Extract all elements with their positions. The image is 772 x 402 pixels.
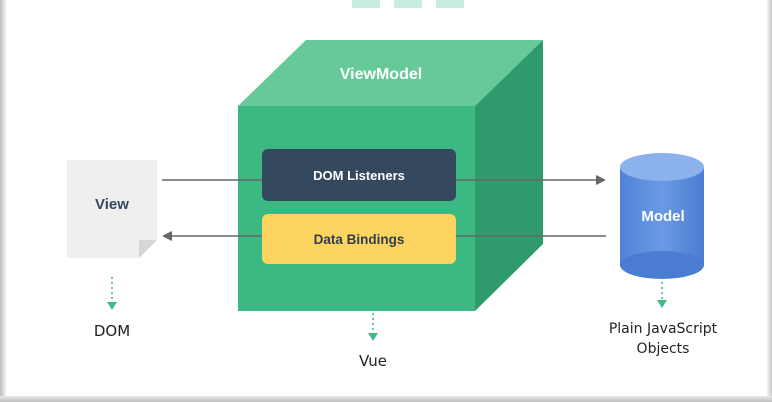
dotted-arrow-dom-head [107, 302, 117, 310]
vue-caption: Vue [359, 352, 387, 370]
data-bindings-box [262, 214, 456, 264]
dotted-arrow-model-head [657, 300, 667, 308]
dom-listeners-box [262, 149, 456, 201]
model-label: Model [641, 208, 684, 225]
frame-bottom-edge [0, 396, 772, 402]
model-caption-line1: Plain JavaScript [609, 321, 718, 337]
cube-front-face [238, 106, 475, 311]
viewmodel-label: ViewModel [340, 66, 422, 83]
top-decoration [352, 0, 464, 8]
dotted-arrow-vue-head [368, 333, 378, 341]
cube-side-face [475, 40, 543, 311]
frame-left-edge [0, 0, 6, 402]
model-caption-line2: Objects [637, 341, 690, 357]
view-label: View [95, 196, 129, 213]
model-cylinder [620, 153, 704, 279]
viewmodel-cube [238, 40, 543, 311]
dom-caption: DOM [94, 322, 130, 340]
cube-top-face [238, 40, 543, 106]
frame-right-edge [767, 0, 772, 402]
dom-listeners-label: DOM Listeners [313, 168, 405, 183]
data-bindings-label: Data Bindings [314, 232, 405, 247]
view-document [67, 160, 157, 258]
